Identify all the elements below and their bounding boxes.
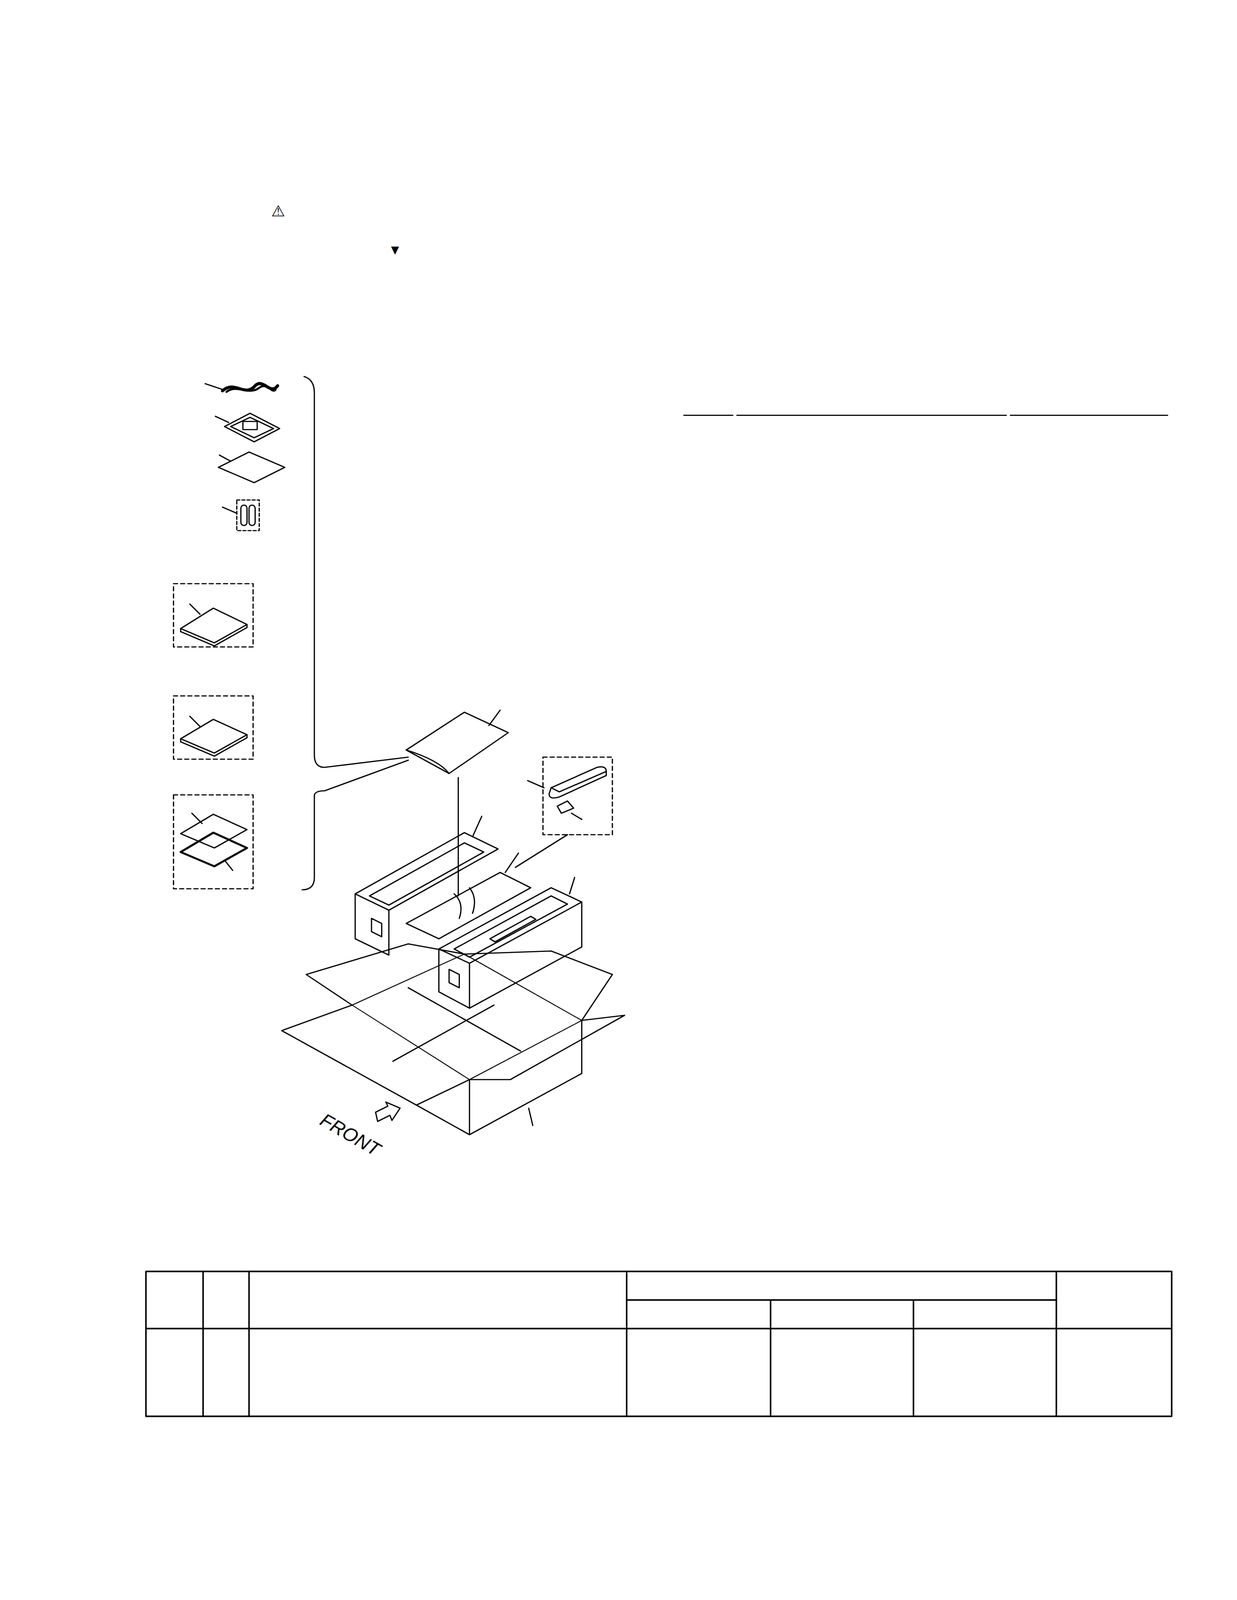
marker-symbol: ▼: [388, 243, 402, 257]
front-label: FRONT: [317, 1110, 384, 1160]
warning-symbol: ⚠: [271, 203, 285, 219]
parts-table: [146, 1271, 1172, 1418]
header-rules: [684, 414, 1169, 416]
accessory-icons: [173, 376, 626, 1135]
